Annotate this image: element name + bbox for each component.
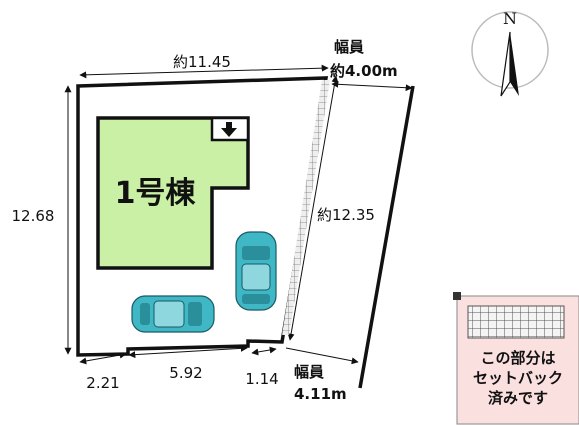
legend-setback-swatch xyxy=(467,305,565,339)
north-compass: N xyxy=(471,9,549,97)
building-label: 1号棟 xyxy=(115,176,197,211)
top-dimension-line xyxy=(79,64,329,79)
legend-line-3: 済みです xyxy=(488,389,548,407)
setback-legend: この部分は セットバック 済みです xyxy=(453,292,579,425)
entrance-arrow-icon xyxy=(221,122,237,137)
south-road-width: 4.11m xyxy=(294,385,347,403)
bottom-left-dimension-label: 2.21 xyxy=(86,374,119,392)
right-dimension-line xyxy=(287,75,339,341)
south-road-title: 幅員 xyxy=(294,363,324,381)
right-dimension-label: 約12.35 xyxy=(317,206,375,224)
south-road-dimension-line xyxy=(285,347,359,365)
legend-corner-marker xyxy=(453,292,461,300)
bottom-right-dimension-line xyxy=(251,346,277,356)
car-icon-vertical xyxy=(235,231,277,311)
building-1: 1号棟 xyxy=(96,116,250,270)
legend-line-1: この部分は xyxy=(480,349,555,367)
east-road-width: 約4.00m xyxy=(330,62,398,80)
car-icon-horizontal xyxy=(131,295,215,333)
setback-strip xyxy=(282,80,330,335)
left-dimension-label: 12.68 xyxy=(12,207,55,225)
dimension-lines xyxy=(64,64,413,365)
bottom-right-dimension-label: 1.14 xyxy=(245,370,278,388)
east-road-dimension-line xyxy=(331,80,413,92)
east-road-title: 幅員 xyxy=(334,38,364,56)
top-dimension-label: 約11.45 xyxy=(173,53,231,71)
north-label: N xyxy=(503,9,517,28)
compass-needle-dark xyxy=(510,32,519,96)
bottom-middle-dimension-line xyxy=(128,344,248,359)
bottom-middle-dimension-label: 5.92 xyxy=(169,364,202,382)
east-road-edge xyxy=(358,85,415,389)
legend-line-2: セットバック xyxy=(473,369,563,387)
